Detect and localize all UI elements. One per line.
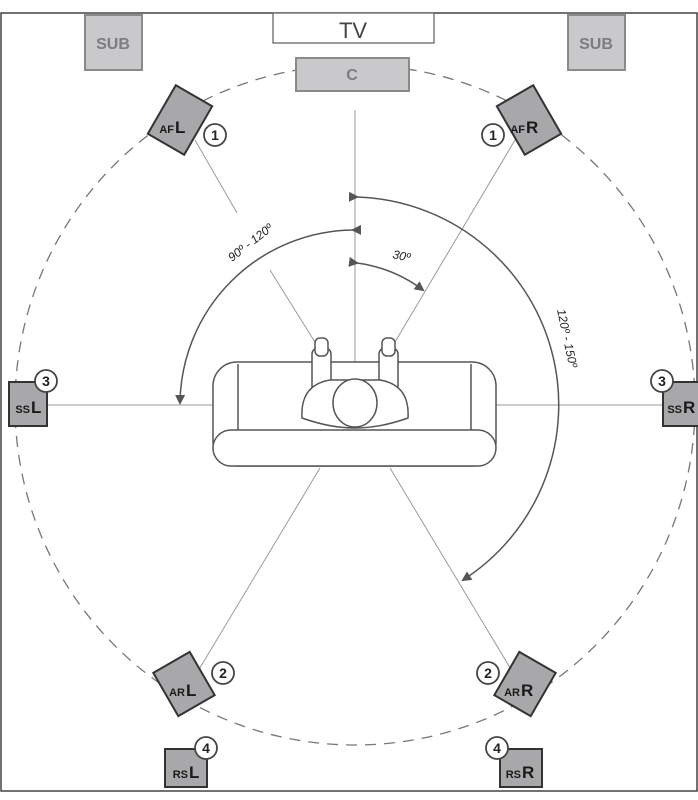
arl-number: 2 (219, 665, 227, 681)
rsr-letter: R (522, 763, 534, 782)
ssr-letter: R (683, 398, 695, 417)
speaker-rsl: RS L 4 (164, 736, 218, 788)
arr-number: 2 (484, 665, 492, 681)
rsl-letter: L (189, 763, 199, 782)
speaker-ssr: SS R 3 (650, 369, 698, 427)
angle-label-front-narrow: 30º (391, 247, 412, 265)
arl-letter: L (186, 681, 196, 700)
ssl-letter: L (31, 398, 41, 417)
speaker-afl: AF L 1 (146, 83, 227, 157)
speaker-ssl: SS L 3 (8, 369, 58, 427)
sub-right-label: SUB (579, 36, 613, 53)
listener-figure (301, 337, 409, 429)
afr-number: 1 (489, 127, 497, 143)
tv: TV (272, 12, 435, 44)
arr-letter: R (521, 681, 533, 700)
speaker-rsr: RS R 4 (485, 736, 543, 788)
arl-prefix: AR (169, 687, 185, 699)
afl-number: 1 (211, 127, 219, 143)
angle-arcs (175, 191, 560, 582)
sub-left-label: SUB (96, 36, 130, 53)
center-label: C (346, 67, 358, 84)
ssr-number: 3 (658, 373, 666, 389)
angle-label-front-wide: 90º - 120º (225, 220, 276, 264)
subwoofer-right: SUB (567, 14, 626, 71)
rsl-number: 4 (202, 740, 210, 756)
rsr-prefix: RS (506, 769, 521, 781)
rsl-prefix: RS (173, 769, 188, 781)
arr-prefix: AR (504, 687, 520, 699)
angle-label-rear: 120º - 150º (554, 308, 580, 370)
subwoofer-left: SUB (84, 14, 143, 71)
ssl-number: 3 (42, 373, 50, 389)
afr-prefix: AF (510, 124, 525, 136)
afl-letter: L (175, 118, 185, 137)
center-speaker: C (295, 57, 410, 92)
ssr-prefix: SS (667, 404, 682, 416)
rsr-number: 4 (493, 740, 501, 756)
speaker-arr: AR R 2 (476, 650, 558, 718)
speaker-arl: AR L 2 (151, 650, 235, 718)
afr-letter: R (526, 118, 538, 137)
afl-prefix: AF (159, 124, 174, 136)
tv-label: TV (339, 18, 367, 43)
speaker-afr: AF R 1 (481, 83, 563, 157)
ssl-prefix: SS (15, 404, 30, 416)
